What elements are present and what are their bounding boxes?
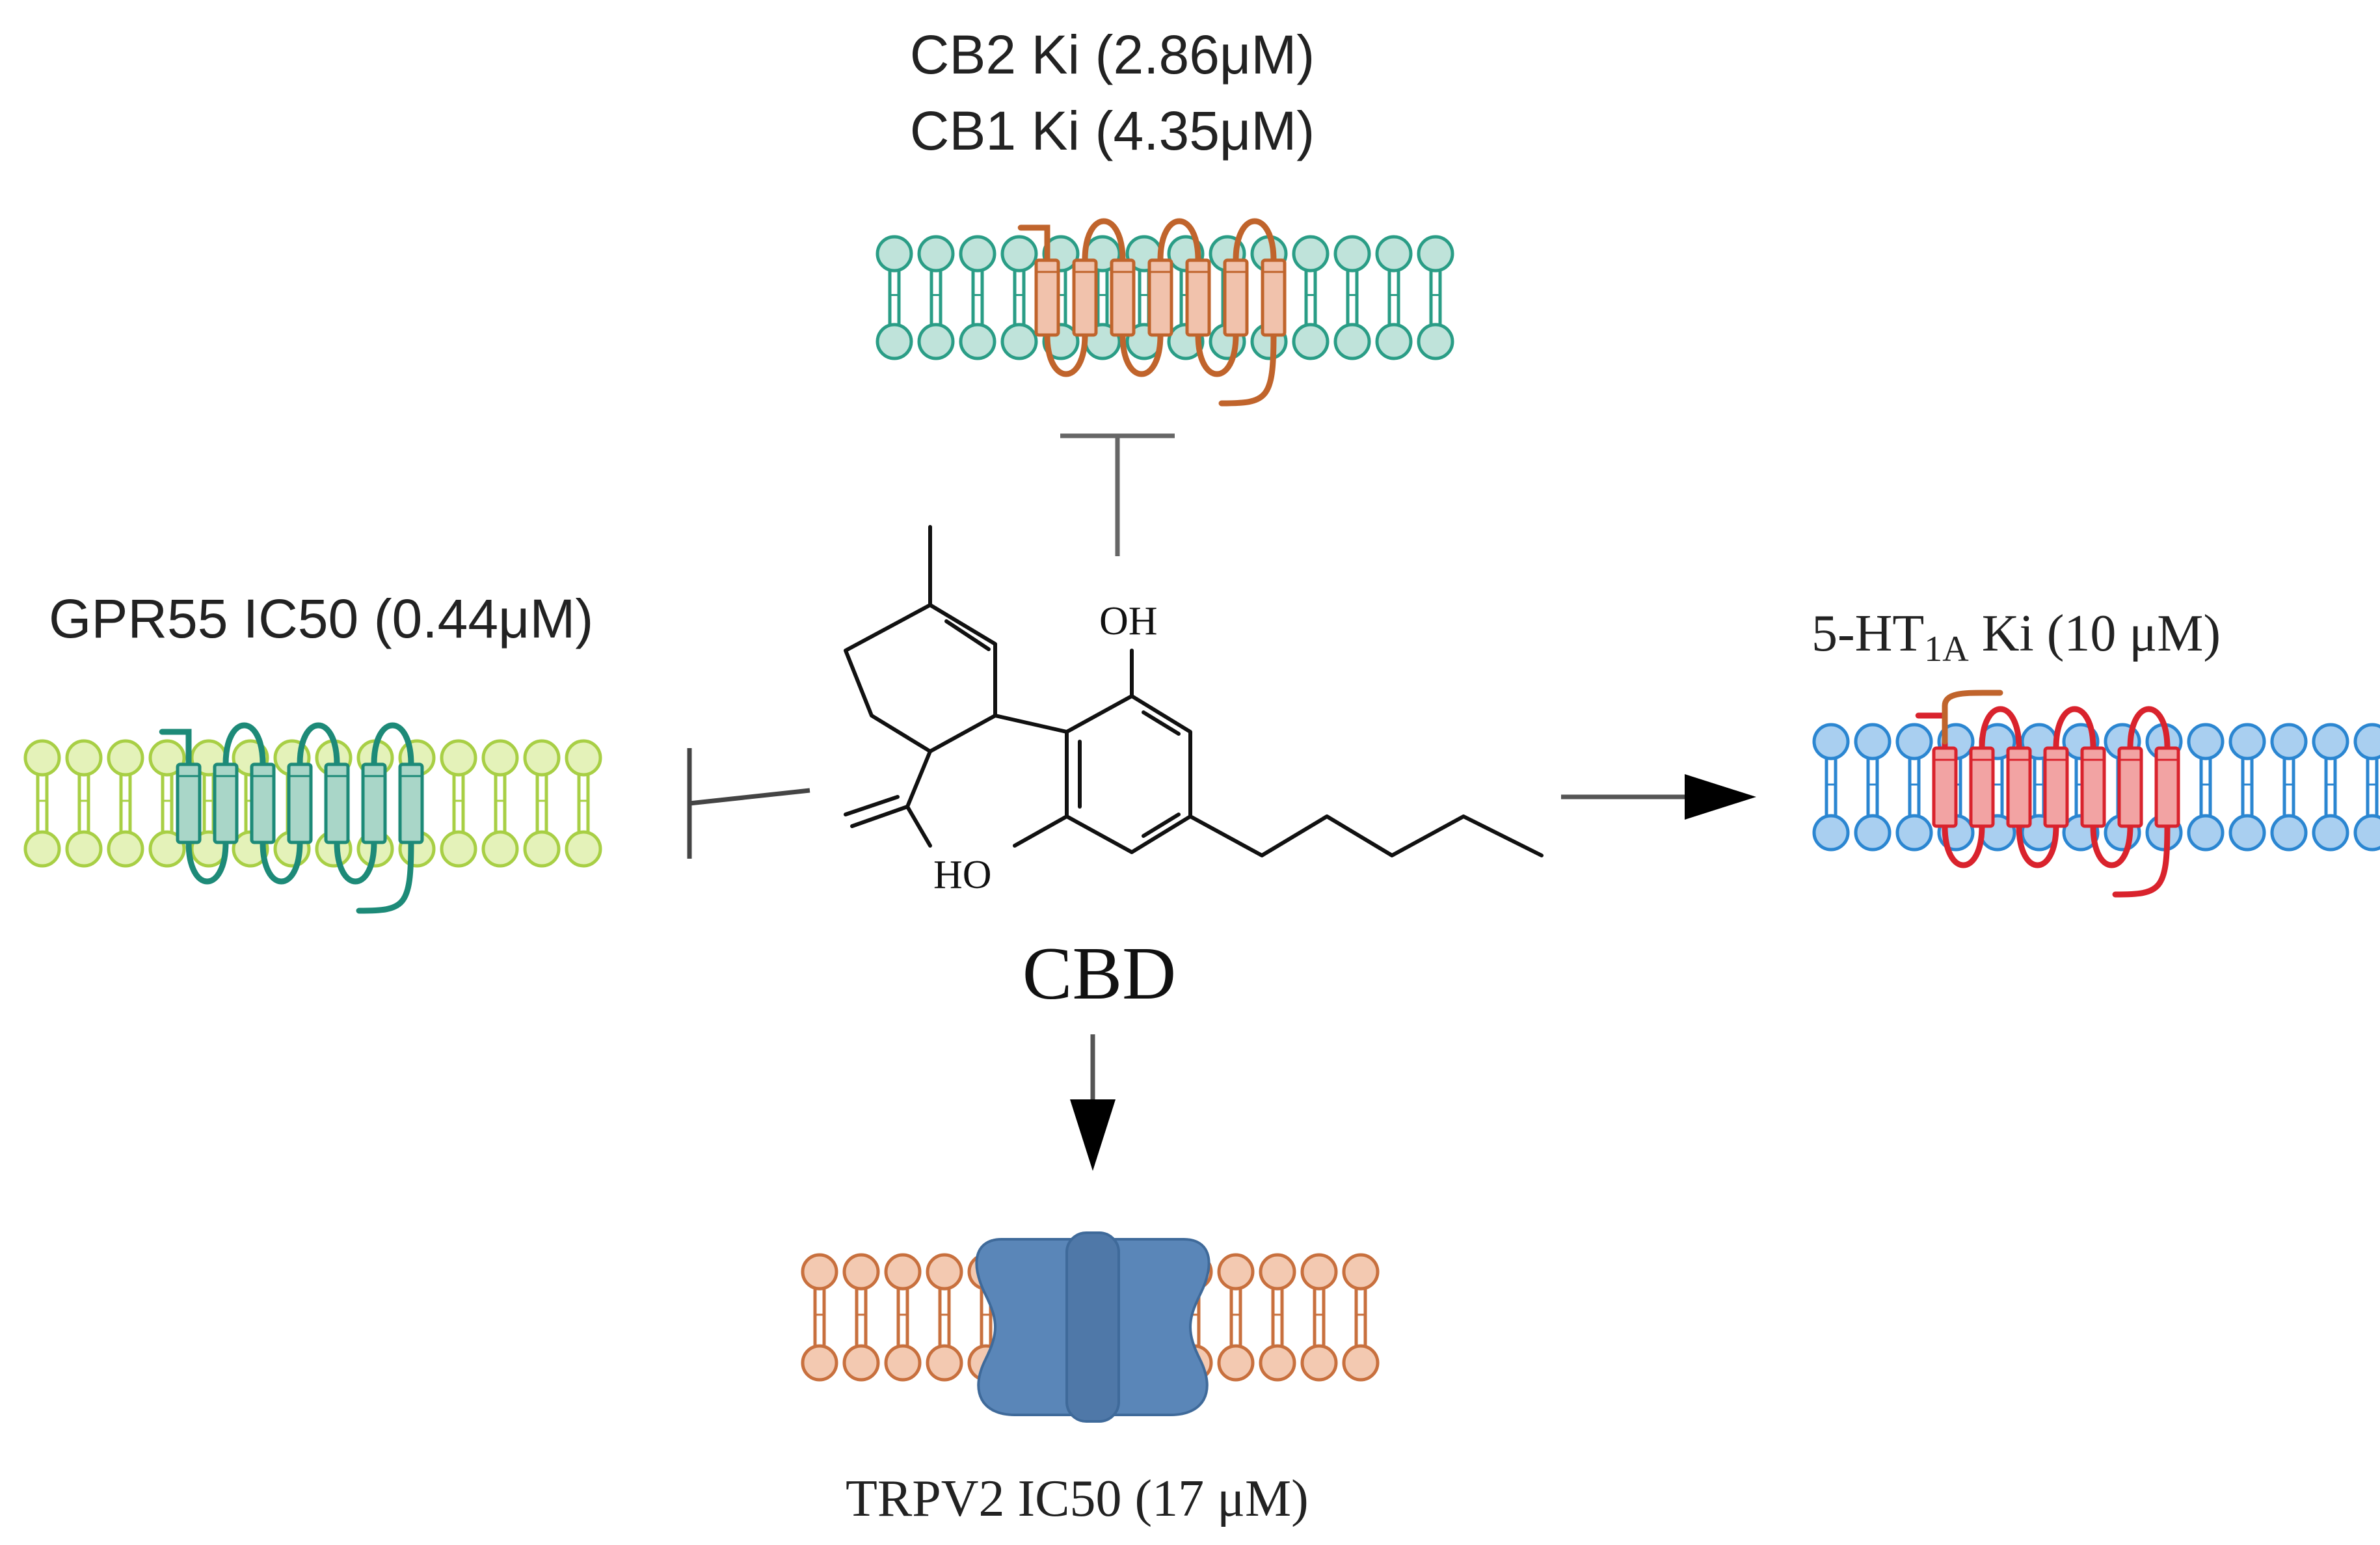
- lipid: [440, 739, 477, 868]
- lipid: [2187, 723, 2225, 852]
- lipid: [481, 739, 519, 868]
- lipid: [1342, 1253, 1380, 1382]
- lipid: [842, 1253, 880, 1382]
- lipid: [2270, 723, 2308, 852]
- lipid: [2353, 723, 2380, 852]
- ht1a-receptor-membrane-icon: [1812, 690, 2380, 898]
- lipid: [565, 739, 602, 868]
- ht1a-activation-edge: [1561, 774, 1756, 820]
- lipid: [1854, 723, 1892, 852]
- lipid: [148, 739, 186, 868]
- trpv2-channel-membrane-icon: [801, 1231, 1380, 1423]
- lipid: [1300, 1253, 1338, 1382]
- lipid: [2312, 723, 2349, 852]
- cb-inhibition-edge: [1060, 433, 1175, 556]
- lipid: [1812, 723, 1850, 852]
- lipid: [23, 739, 61, 868]
- lipid: [1217, 1253, 1255, 1382]
- trpv2-activation-edge: [1070, 1034, 1116, 1171]
- receptor-helices: [1915, 706, 2180, 898]
- lipid: [884, 1253, 922, 1382]
- lipid: [1292, 235, 1330, 360]
- lipid: [917, 235, 955, 360]
- lipid: [1333, 235, 1371, 360]
- cb2-label: CB2 Ki (2.86μM): [910, 24, 1315, 85]
- lipid: [1895, 723, 1933, 852]
- receptor-helices: [1017, 218, 1287, 407]
- lipid: [107, 739, 144, 868]
- trpv2-channel-protein: [975, 1231, 1210, 1423]
- lipid: [65, 739, 103, 868]
- trpv2-label: TRPV2 IC50 (17 μM): [846, 1470, 1309, 1527]
- lipid: [1417, 235, 1454, 360]
- cbd-label: CBD: [1023, 932, 1176, 1015]
- gpr55-receptor-membrane-icon: [23, 722, 602, 914]
- cbd-molecule-structure: [844, 525, 1544, 857]
- lipid: [1000, 235, 1038, 360]
- lipid: [1259, 1253, 1296, 1382]
- gpr55-inhibition-edge: [687, 748, 810, 859]
- gpr55-label: GPR55 IC50 (0.44μM): [49, 588, 593, 649]
- oh-bottom-label: HO: [933, 853, 992, 897]
- cb1-label: CB1 Ki (4.35μM): [910, 100, 1315, 161]
- cb-receptor-membrane-icon: [876, 218, 1454, 407]
- lipid: [926, 1253, 963, 1382]
- lipid: [2228, 723, 2266, 852]
- lipid: [959, 235, 996, 360]
- receptor-helices: [159, 722, 424, 914]
- oh-top-label: OH: [1099, 599, 1158, 643]
- lipid: [523, 739, 561, 868]
- lipid: [801, 1253, 838, 1382]
- lipid: [1375, 235, 1413, 360]
- lipid: [876, 235, 913, 360]
- ht1a-label: 5-HT1A Ki (10 μM): [1812, 605, 2221, 669]
